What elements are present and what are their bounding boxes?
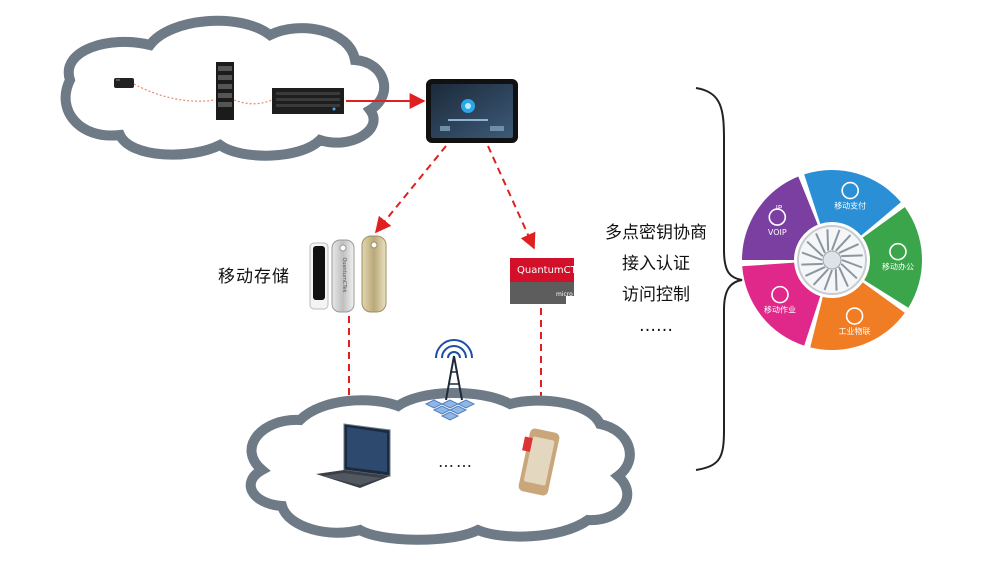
sd-card-device: QuantumCTek micro: [510, 258, 587, 304]
turbine-blade: [801, 251, 823, 261]
turbine-blade: [841, 259, 863, 269]
turbine-blade: [801, 262, 823, 266]
small-router-device: [114, 78, 134, 88]
key-terminal-device: [426, 79, 518, 143]
wheel-segment: [804, 170, 901, 236]
fiber-link-2: [233, 99, 273, 105]
turbine-blade: [806, 240, 824, 257]
wheel-segment-label: 移动作业: [764, 305, 796, 315]
turbine-blade: [834, 269, 838, 291]
wheel-segment-label: 移动办公: [882, 262, 914, 272]
ellipsis-devices: ……: [438, 452, 474, 471]
feature-list: 多点密钥协商 接入认证 访问控制 ……: [600, 218, 712, 342]
turbine-hub: [822, 250, 842, 270]
phone-yen-icon: [841, 181, 859, 200]
feature-item: 访问控制: [622, 285, 690, 305]
sd-logo-text: micro: [556, 291, 573, 298]
turbine-blade: [812, 268, 829, 286]
rack-server-device: [272, 88, 344, 114]
turbine-blade: [841, 254, 863, 258]
arrow-terminal-to-usb: [374, 145, 447, 234]
phone-ip-icon: [768, 208, 787, 226]
usb-drive-black: [309, 242, 329, 310]
usb-drive-gold: [361, 235, 387, 313]
feature-item: ……: [639, 316, 673, 336]
wheel-segment: [742, 262, 821, 346]
grouping-brace: [695, 87, 743, 471]
turbine-blade: [838, 243, 859, 254]
turbine-blade: [838, 266, 849, 287]
mobile-storage-label: 移动存储: [218, 267, 290, 287]
turbine-blade: [831, 229, 841, 251]
worker-icon: [771, 285, 789, 304]
turbine-blade: [823, 269, 833, 291]
monitor-user-icon: [889, 242, 907, 261]
tower-server-device: [216, 62, 234, 120]
turbine-blade: [840, 263, 858, 280]
wheel-segment: [742, 176, 818, 260]
laptop-device: [316, 423, 391, 488]
wheel-segment: [810, 282, 905, 350]
sd-brand-text: QuantumCTek: [517, 265, 587, 276]
turbine-blade: [835, 234, 852, 252]
ip-label: IP: [776, 204, 782, 212]
turbine-blade: [815, 233, 826, 254]
wireless-tower-icon: [424, 339, 476, 421]
usb-drive-silver: QuantumCTek: [331, 239, 355, 313]
factory-icon: [845, 307, 864, 325]
turbine-blade: [826, 229, 830, 251]
fiber-link: [133, 83, 215, 102]
phone-device: [518, 428, 560, 496]
wheel-segment-label: 工业物联: [839, 326, 871, 336]
wheel-segment-label: VOIP: [768, 228, 787, 237]
feature-item: 接入认证: [622, 254, 690, 274]
turbine-blade: [805, 266, 826, 277]
arrow-terminal-to-sdcard: [487, 145, 536, 250]
wheel-segment-label: 移动支付: [834, 201, 866, 211]
usb-brand-text: QuantumCTek: [341, 257, 347, 292]
feature-item: 多点密钥协商: [605, 223, 707, 243]
